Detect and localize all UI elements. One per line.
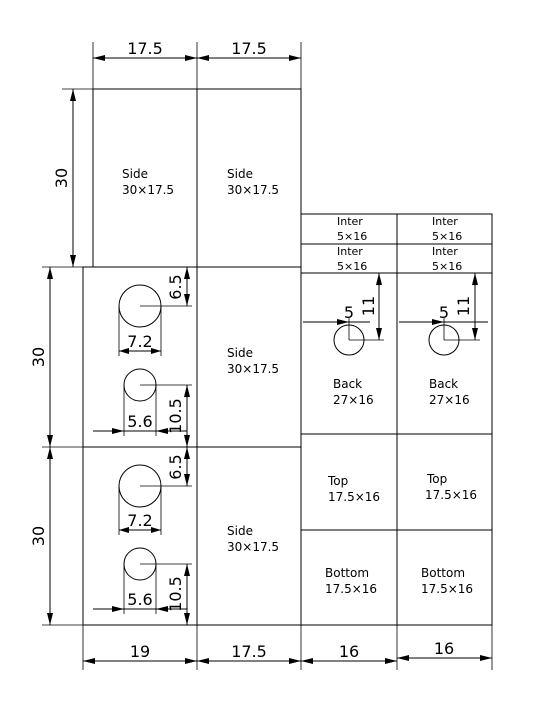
svg-text:Inter: Inter bbox=[432, 215, 458, 228]
svg-text:5: 5 bbox=[439, 303, 449, 322]
panel-back-2: Back 27×16 bbox=[429, 377, 470, 407]
panel-side-1: Side 30×17.5 bbox=[122, 167, 174, 197]
hole-back-1: 5 11 bbox=[303, 273, 384, 356]
svg-text:Back: Back bbox=[429, 377, 458, 391]
panel-top-2: Top 17.5×16 bbox=[425, 472, 477, 502]
dimension-left-bottom: 30 bbox=[29, 447, 83, 626]
svg-text:Bottom: Bottom bbox=[325, 566, 369, 580]
svg-text:16: 16 bbox=[339, 642, 359, 661]
panel-side-3: Side 30×17.5 bbox=[227, 346, 279, 376]
svg-text:30×17.5: 30×17.5 bbox=[122, 183, 174, 197]
svg-text:30: 30 bbox=[29, 526, 48, 546]
svg-text:Side: Side bbox=[227, 167, 253, 181]
svg-text:17.5: 17.5 bbox=[231, 642, 267, 661]
svg-text:27×16: 27×16 bbox=[333, 393, 374, 407]
panel-inter-1: Inter 5×16 bbox=[337, 215, 367, 243]
svg-text:17.5×16: 17.5×16 bbox=[328, 490, 380, 504]
dimension-top-right: 17.5 bbox=[197, 39, 302, 89]
svg-text:5.6: 5.6 bbox=[127, 412, 152, 431]
svg-text:Top: Top bbox=[327, 474, 348, 488]
svg-text:6.5: 6.5 bbox=[166, 454, 185, 479]
svg-text:Inter: Inter bbox=[337, 245, 363, 258]
svg-text:5: 5 bbox=[344, 303, 354, 322]
panel-inter-3: Inter 5×16 bbox=[337, 245, 367, 273]
svg-text:30×17.5: 30×17.5 bbox=[227, 183, 279, 197]
svg-text:17.5×16: 17.5×16 bbox=[421, 582, 473, 596]
svg-text:17.5: 17.5 bbox=[127, 39, 163, 58]
svg-text:7.2: 7.2 bbox=[127, 511, 152, 530]
hole-group-upper: 6.5 7.2 5.6 10.5 bbox=[93, 267, 192, 447]
panel-bottom-1: Bottom 17.5×16 bbox=[325, 566, 377, 596]
svg-text:17.5: 17.5 bbox=[231, 39, 267, 58]
svg-text:Side: Side bbox=[227, 524, 253, 538]
svg-text:30: 30 bbox=[29, 347, 48, 367]
svg-text:Inter: Inter bbox=[432, 245, 458, 258]
svg-text:30×17.5: 30×17.5 bbox=[227, 540, 279, 554]
svg-text:17.5×16: 17.5×16 bbox=[425, 488, 477, 502]
svg-text:19: 19 bbox=[130, 642, 150, 661]
panel-inter-4: Inter 5×16 bbox=[432, 245, 462, 273]
svg-text:11: 11 bbox=[359, 296, 378, 316]
svg-text:Back: Back bbox=[333, 377, 362, 391]
dimension-bottom: 19 17.5 16 16 bbox=[82, 625, 493, 670]
svg-text:7.2: 7.2 bbox=[127, 332, 152, 351]
svg-text:5×16: 5×16 bbox=[432, 260, 462, 273]
hole-group-lower: 6.5 7.2 5.6 10.5 bbox=[93, 447, 192, 625]
svg-text:Top: Top bbox=[426, 472, 447, 486]
svg-text:11: 11 bbox=[454, 296, 473, 316]
svg-text:5×16: 5×16 bbox=[337, 260, 367, 273]
svg-text:Side: Side bbox=[227, 346, 253, 360]
panel-bottom-2: Bottom 17.5×16 bbox=[421, 566, 473, 596]
dimension-left-mid: 30 bbox=[29, 266, 83, 448]
svg-text:27×16: 27×16 bbox=[429, 393, 470, 407]
svg-text:Side: Side bbox=[122, 167, 148, 181]
svg-text:10.5: 10.5 bbox=[166, 398, 185, 434]
svg-text:Inter: Inter bbox=[337, 215, 363, 228]
svg-text:30: 30 bbox=[52, 168, 71, 188]
svg-text:5×16: 5×16 bbox=[432, 230, 462, 243]
svg-text:10.5: 10.5 bbox=[166, 576, 185, 612]
dimension-left-top: 30 bbox=[52, 88, 93, 268]
panel-outlines bbox=[82, 88, 493, 626]
svg-text:5.6: 5.6 bbox=[127, 590, 152, 609]
svg-text:16: 16 bbox=[434, 639, 454, 658]
svg-text:Bottom: Bottom bbox=[421, 566, 465, 580]
panel-top-1: Top 17.5×16 bbox=[327, 474, 380, 504]
panel-side-4: Side 30×17.5 bbox=[227, 524, 279, 554]
panel-side-2: Side 30×17.5 bbox=[227, 167, 279, 197]
panel-inter-2: Inter 5×16 bbox=[432, 215, 462, 243]
dimension-top-left: 17.5 bbox=[92, 39, 198, 89]
svg-text:30×17.5: 30×17.5 bbox=[227, 362, 279, 376]
svg-text:17.5×16: 17.5×16 bbox=[325, 582, 377, 596]
svg-text:5×16: 5×16 bbox=[337, 230, 367, 243]
panel-back-1: Back 27×16 bbox=[333, 377, 374, 407]
svg-text:6.5: 6.5 bbox=[166, 274, 185, 299]
hole-back-2: 5 11 bbox=[399, 273, 488, 356]
